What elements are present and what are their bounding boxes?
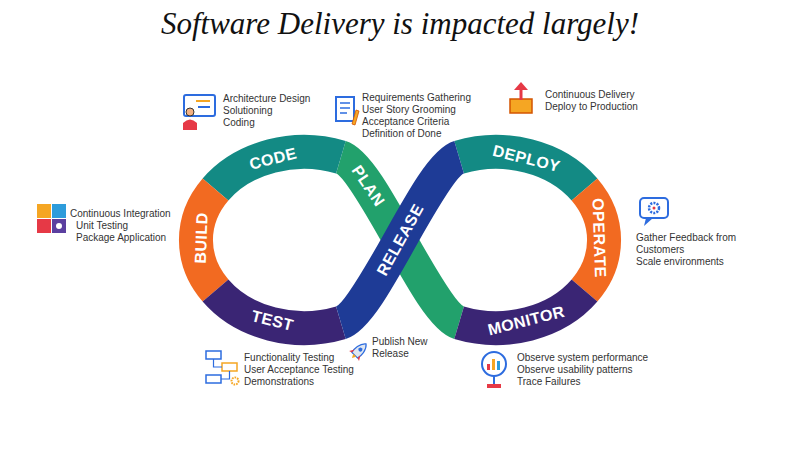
gear-hub <box>653 207 656 210</box>
puzzle-piece <box>52 204 66 218</box>
document <box>336 97 354 121</box>
board <box>184 95 215 116</box>
board-line <box>198 106 210 108</box>
annotation-text: Continuous Integration <box>70 208 171 220</box>
stand <box>493 376 495 384</box>
annotation-text: Definition of Done <box>362 128 442 140</box>
rocket-flame <box>351 354 357 360</box>
stand-base <box>487 384 501 388</box>
rocket-window <box>358 347 364 353</box>
annotation-text: Trace Failures <box>517 376 581 388</box>
band-segment: BUILD <box>191 210 211 266</box>
flow-line <box>221 371 230 379</box>
annotation-text: Gather Feedback from Customers <box>636 232 761 256</box>
puzzle-piece <box>37 204 51 218</box>
annotation-text: Coding <box>223 117 255 129</box>
annotation-text: Observe usability patterns <box>517 364 633 376</box>
annotation-text: Scale environments <box>636 256 724 268</box>
architecture-icon <box>183 95 215 130</box>
plan-band <box>341 157 459 322</box>
rocket-fin <box>349 347 355 353</box>
monitor-icon <box>482 352 506 388</box>
annotation-text: User Acceptance Testing <box>244 364 354 376</box>
band-label: OPERATE <box>588 198 609 278</box>
arrow-head <box>514 82 528 90</box>
band-segment: OPERATE <box>588 196 609 280</box>
title: Software Delivery is impacted largely! <box>0 6 800 42</box>
document-line <box>340 102 350 104</box>
requirements-icon <box>336 97 359 125</box>
chart-bar <box>497 361 500 370</box>
presenter-body <box>183 120 197 131</box>
annotation-text: Architecture Design <box>223 93 310 105</box>
gear <box>232 378 239 385</box>
pencil <box>352 110 359 125</box>
puzzle-piece <box>37 219 51 233</box>
annotation-text: Functionality Testing <box>244 352 334 364</box>
annotation-text: Demonstrations <box>244 376 314 388</box>
delivery-icon <box>510 82 532 113</box>
rocket-fin <box>357 355 363 361</box>
chart-bar <box>492 359 495 370</box>
band-label: BUILD <box>191 212 211 264</box>
release-band <box>341 157 459 322</box>
package-box <box>510 99 532 113</box>
infinity-loop <box>196 152 604 328</box>
puzzle-piece <box>52 219 66 233</box>
annotation-text: Publish New Release <box>372 336 442 360</box>
annotation-text: Solutioning <box>223 105 272 117</box>
board-line <box>196 100 210 102</box>
testing-icon <box>206 351 239 385</box>
flow-line <box>214 359 223 367</box>
annotation-text: Unit Testing <box>76 220 128 232</box>
flow-box <box>206 375 221 383</box>
gear <box>649 203 659 213</box>
flow-box <box>206 351 221 359</box>
annotation-text: Observe system performance <box>517 352 648 364</box>
document-line <box>340 107 350 109</box>
annotation-text: Package Application <box>76 232 166 244</box>
annotation-text: Continuous Delivery <box>545 89 635 101</box>
bubble-tail <box>644 218 653 226</box>
gear-hub <box>56 223 62 229</box>
rocket-icon <box>347 339 371 363</box>
chart-bar <box>487 364 490 370</box>
annotation-text: Deploy to Production <box>545 101 638 113</box>
annotation-text: Requirements Gathering <box>362 92 471 104</box>
flow-box <box>222 363 237 371</box>
speech-bubble <box>640 198 668 218</box>
feedback-icon <box>640 198 668 226</box>
monitor-dial <box>482 352 506 376</box>
integration-icon <box>37 204 66 233</box>
annotation-text: User Story Grooming <box>362 104 456 116</box>
annotation-text: Acceptance Criteria <box>362 116 449 128</box>
document-line <box>340 112 347 114</box>
presenter-head <box>186 108 194 116</box>
